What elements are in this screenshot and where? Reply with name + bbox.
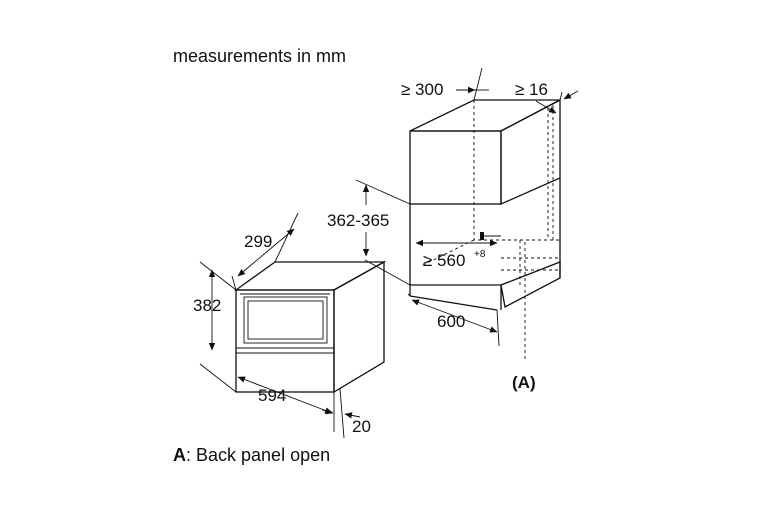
oven-unit <box>233 260 387 394</box>
svg-text:A: Back panel open: A: Back panel open <box>173 445 330 465</box>
side-min-label: ≥ 16 <box>515 80 548 99</box>
niche-depth-label: ≥ 560 <box>423 251 465 270</box>
cabinet-upper-side <box>500 98 561 205</box>
dim-side-min: ≥ 16 <box>515 80 579 114</box>
diagram-title: measurements in mm <box>173 46 346 66</box>
back-panel-marker: (A) <box>512 242 536 392</box>
oven-offset-label: 20 <box>352 417 371 436</box>
oven-depth-label: 299 <box>244 232 272 251</box>
oven-front-face <box>235 289 335 393</box>
dim-oven-depth: 299 <box>231 212 299 291</box>
oven-width-label: 594 <box>258 386 286 405</box>
legend: A: Back panel open <box>173 445 330 465</box>
dim-gap-min: ≥ 300 <box>401 67 489 101</box>
back-panel-label: (A) <box>512 373 536 392</box>
dim-niche-height: 362-365 <box>327 179 411 286</box>
oven-side-face <box>333 260 385 394</box>
gap-min-label: ≥ 300 <box>401 80 443 99</box>
dim-oven-height: 382 <box>193 261 237 393</box>
legend-text: : Back panel open <box>186 445 330 465</box>
niche-height-label: 362-365 <box>327 211 389 230</box>
dim-oven-offset: 20 <box>321 388 371 439</box>
oven-top-face <box>233 261 387 291</box>
niche-depth-tolerance: +8 <box>474 249 486 260</box>
cabinet-upper-front <box>409 130 502 205</box>
dim-niche-width: 600 <box>407 293 500 347</box>
dim-oven-width: 594 <box>235 376 335 432</box>
legend-key: A <box>173 445 186 465</box>
cabinet <box>409 98 561 311</box>
oven-door-window <box>243 296 328 344</box>
cabinet-upper-top <box>409 99 561 132</box>
oven-height-label: 382 <box>193 296 221 315</box>
dim-niche-depth: ≥ 560 +8 <box>415 239 498 270</box>
niche-width-label: 600 <box>437 312 465 331</box>
